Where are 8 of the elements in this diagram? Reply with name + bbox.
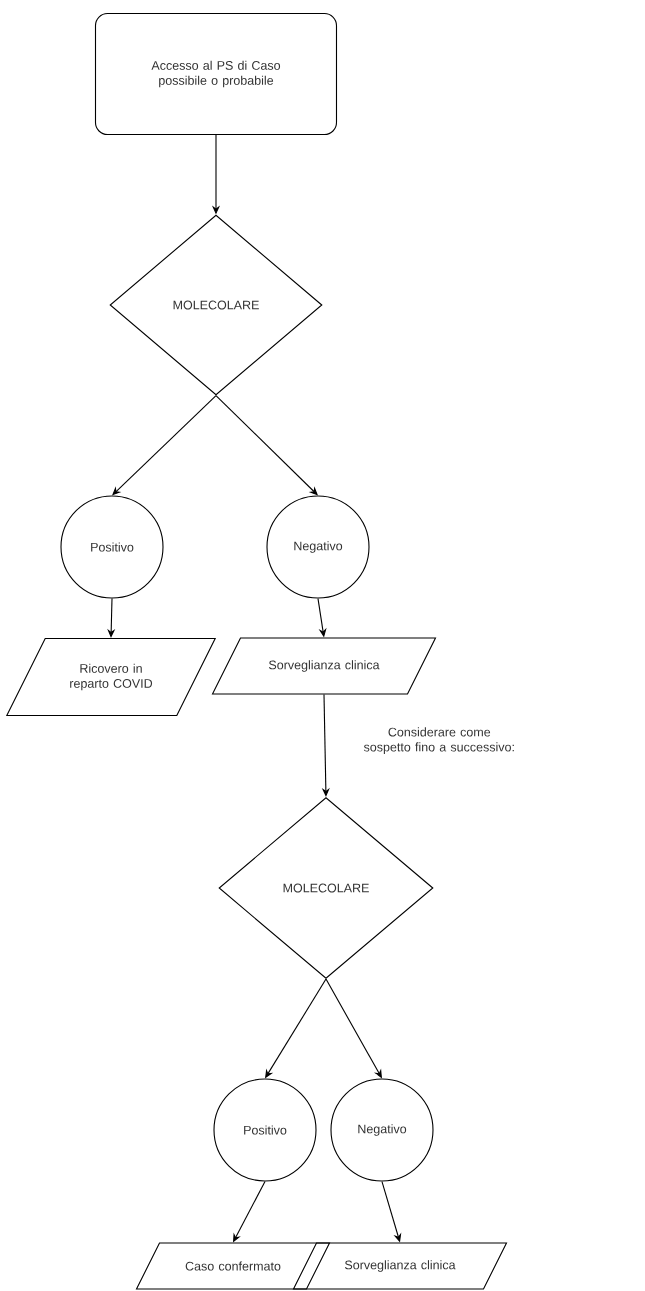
arrow — [215, 395, 318, 496]
start-box: Accesso al PS di Caso possibile o probabile — [94, 12, 338, 136]
arrow — [112, 395, 217, 496]
outcome-parallelogram: Sorveglianza clinica — [292, 1242, 508, 1290]
outcome-parallelogram: Sorveglianza clinica — [211, 637, 437, 695]
edge-label: Considerare come sospetto fino a successivo: — [363, 727, 514, 754]
arrow — [107, 598, 116, 638]
outcome-parallelogram: Caso confermato — [135, 1242, 331, 1290]
